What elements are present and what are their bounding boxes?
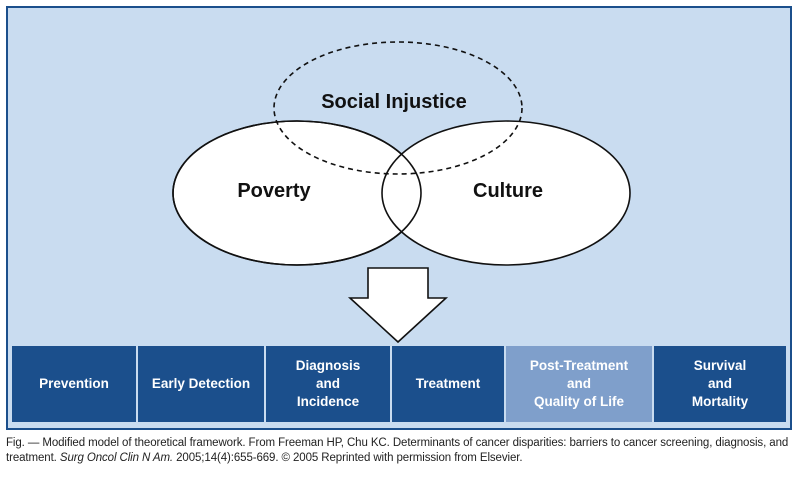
framework-diagram: Social Injustice Poverty Culture (172, 41, 631, 344)
poverty-circle-outline (172, 120, 422, 266)
care-continuum-row: Prevention Early Detection Diagnosis and… (12, 346, 786, 422)
poverty-label: Poverty (237, 180, 311, 202)
culture-circle (381, 120, 631, 266)
figure-caption: Fig. — Modified model of theoretical fra… (6, 436, 792, 466)
stage-survival-mortality: Survival and Mortality (654, 346, 786, 422)
stage-post-treatment: Post-Treatment and Quality of Life (506, 346, 652, 422)
down-arrow-icon (347, 267, 449, 344)
social-injustice-circle (273, 41, 523, 175)
stage-diagnosis-incidence: Diagnosis and Incidence (266, 346, 390, 422)
caption-text-start: Fig. — Modified model of theoretical fra… (6, 437, 789, 464)
stage-treatment: Treatment (392, 346, 504, 422)
caption-journal: Surg Oncol Clin N Am. (59, 452, 174, 464)
culture-label: Culture (473, 180, 543, 202)
stage-prevention: Prevention (12, 346, 136, 422)
stage-early-detection: Early Detection (138, 346, 264, 422)
social-injustice-label: Social Injustice (321, 91, 467, 113)
caption-text-end: 2005;14(4):655-669. © 2005 Reprinted wit… (173, 452, 523, 464)
